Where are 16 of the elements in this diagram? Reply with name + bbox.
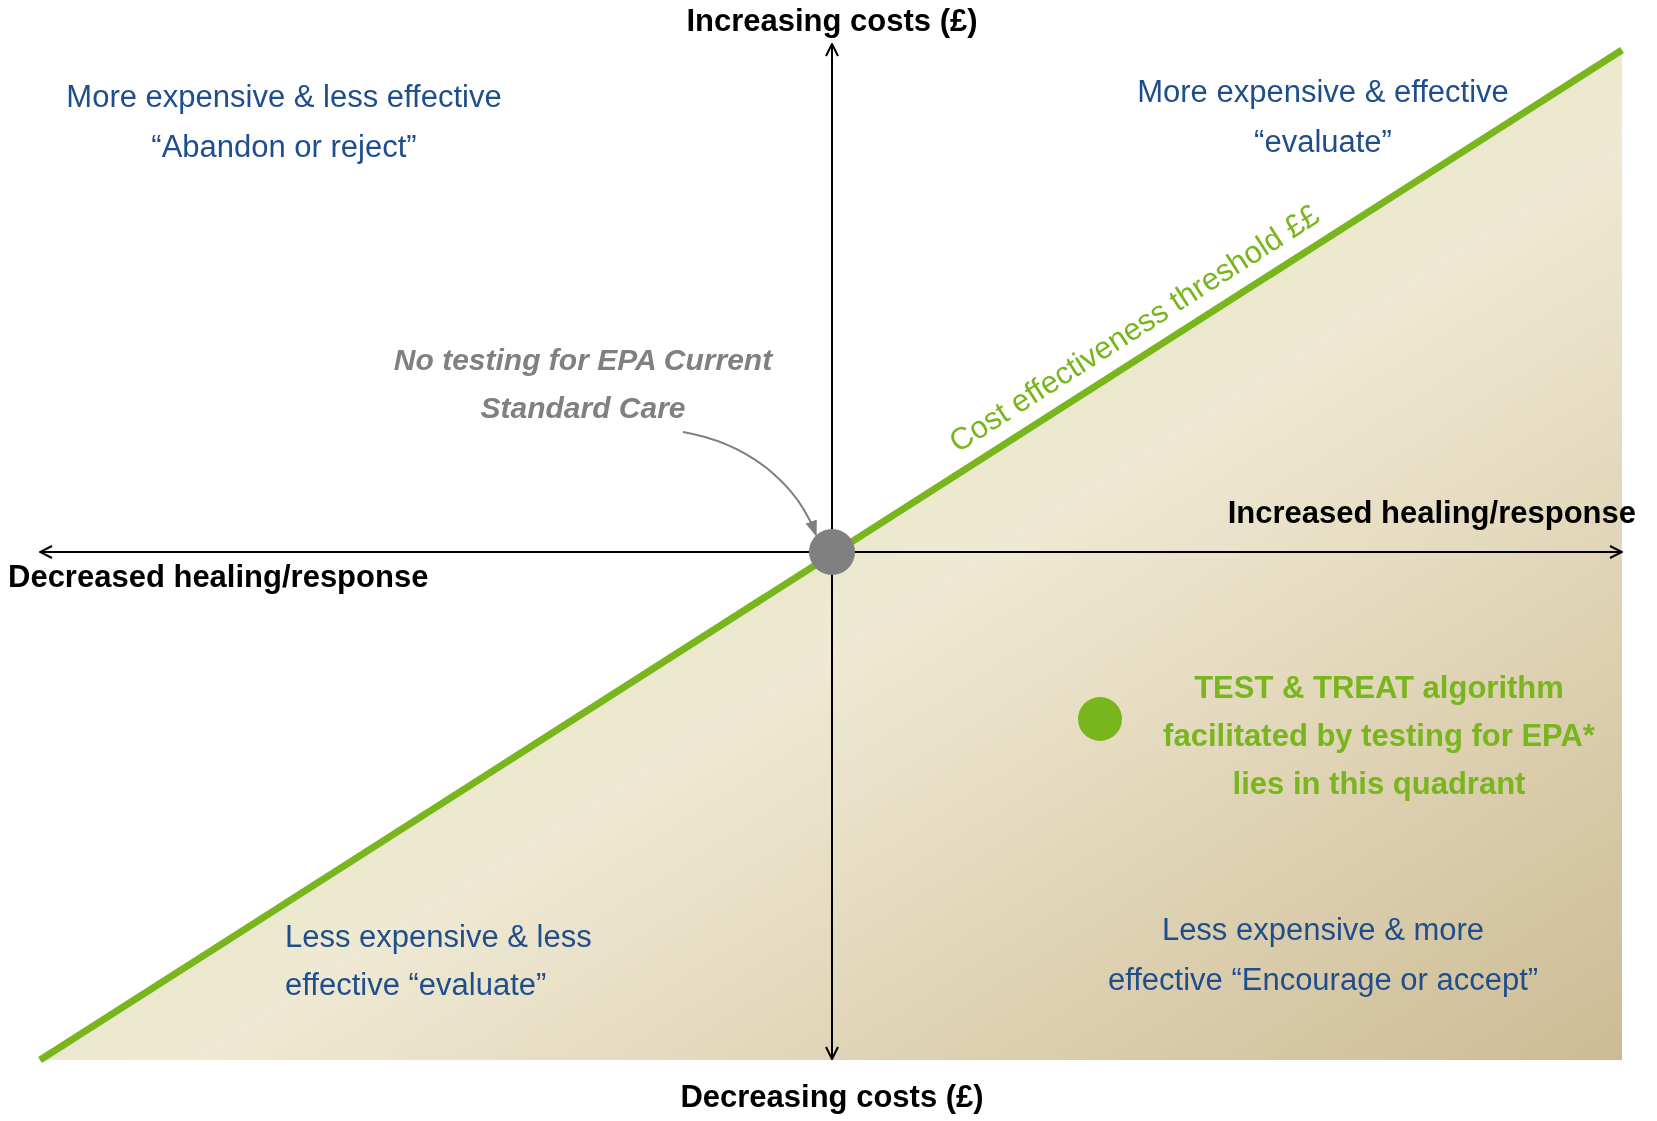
quadrant-label: “evaluate”: [1254, 123, 1392, 161]
quadrant-label: More expensive & less effective: [66, 78, 502, 116]
axis-label: Increasing costs (£): [686, 2, 978, 40]
axis-label: Decreased healing/response: [8, 558, 429, 596]
quadrant-label: Less expensive & less: [285, 918, 592, 956]
axis-label: Decreasing costs (£): [680, 1078, 984, 1116]
annotation-text: No testing for EPA Current Standard Care: [373, 336, 793, 432]
axis-label: Increased healing/response: [1227, 494, 1636, 532]
annotation-text: TEST & TREAT algorithm facilitated by testing for EPA* lies in this quadrant: [1162, 669, 1596, 804]
origin-point: [809, 529, 855, 575]
quadrant-label: “Abandon or reject”: [151, 128, 417, 166]
quadrant-label: More expensive & effective: [1137, 73, 1509, 111]
quadrant-label: effective “evaluate”: [285, 966, 547, 1004]
quadrant-label: Less expensive & more: [1161, 911, 1485, 949]
leader-arrow: [682, 431, 817, 537]
quadrant-label: effective “Encourage or accept”: [1107, 961, 1539, 999]
